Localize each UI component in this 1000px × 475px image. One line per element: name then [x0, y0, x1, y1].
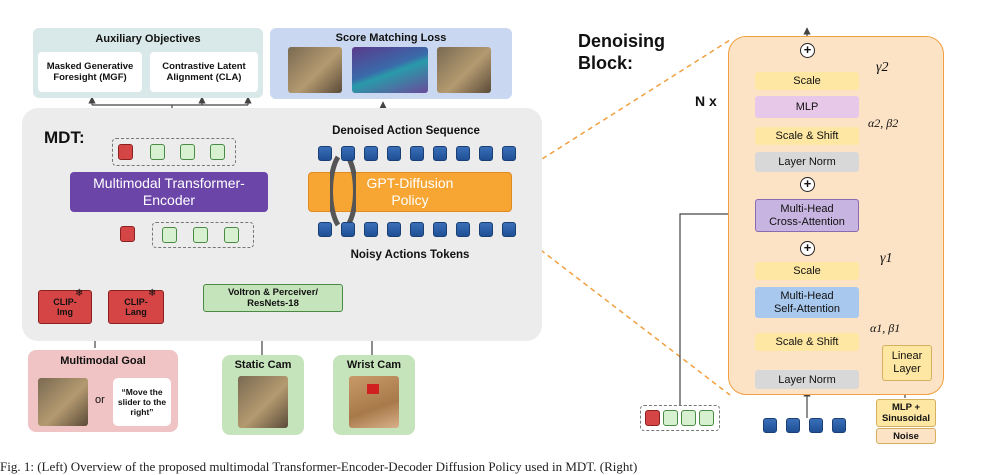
add-icon: +: [800, 177, 815, 192]
add-icon: +: [800, 241, 815, 256]
action-token: [479, 222, 493, 237]
action-token: [786, 418, 800, 433]
add-icon: +: [800, 43, 815, 58]
snowflake-icon: ❄: [148, 288, 157, 299]
voltron-perceiver-resnet-box: Voltron & Perceiver/ ResNets-18: [203, 284, 343, 312]
denoising-loop-arrow: [330, 155, 356, 227]
multimodal-goal-title: Multimodal Goal: [60, 355, 146, 367]
action-token: [832, 418, 846, 433]
condition-tokens-group: [640, 405, 720, 431]
obs-token: [193, 227, 208, 243]
action-token: [410, 146, 424, 161]
layer-norm-2-box: Layer Norm: [755, 152, 859, 172]
noise-box: Noise: [876, 428, 936, 444]
alpha2-beta2-label: α2, β2: [868, 116, 899, 130]
action-token: [479, 146, 493, 161]
action-token: [387, 222, 401, 237]
figure-caption: Fig. 1: (Left) Overview of the proposed …: [0, 459, 638, 474]
action-token: [502, 146, 516, 161]
action-token: [502, 222, 516, 237]
action-token: [433, 222, 447, 237]
goal-token: [645, 410, 660, 426]
score-matching-title: Score Matching Loss: [335, 32, 447, 44]
gpt-diffusion-policy: GPT-Diffusion Policy: [308, 172, 512, 212]
action-token: [763, 418, 777, 433]
cross-attention-box: Multi-Head Cross-Attention: [755, 199, 859, 232]
goal-input-token: [120, 226, 135, 242]
goal-token: [118, 144, 133, 160]
layer-norm-1-box: Layer Norm: [755, 370, 859, 389]
action-token: [341, 146, 355, 161]
action-token: [410, 222, 424, 237]
mlp-sinusoidal-box: MLP + Sinusoidal: [876, 399, 936, 427]
self-attention-box: Multi-Head Self-Attention: [755, 287, 859, 318]
obs-token: [162, 227, 177, 243]
gamma1-label: γ1: [880, 251, 893, 266]
snowflake-icon: ❄: [75, 288, 84, 299]
observation-input-tokens: [152, 222, 254, 248]
obs-token: [150, 144, 165, 160]
noisy-actions-tokens-label: Noisy Actions Tokens: [350, 249, 470, 261]
clip-img-label: CLIP- Img: [53, 297, 77, 317]
action-token: [433, 146, 447, 161]
clip-img-box: CLIP- Img: [38, 290, 92, 324]
action-token: [364, 222, 378, 237]
auxiliary-objectives-title: Auxiliary Objectives: [95, 33, 201, 45]
encoder-output-tokens: [112, 138, 236, 166]
or-label: or: [95, 394, 105, 406]
alpha1-beta1-label: α1, β1: [870, 321, 901, 335]
robot-scene-image: [437, 47, 491, 93]
denoised-action-sequence-label: Denoised Action Sequence: [332, 125, 480, 137]
mgf-box: Masked Generative Foresight (MGF): [38, 52, 142, 92]
scale-2-box: Scale: [755, 72, 859, 90]
action-token: [456, 222, 470, 237]
scale-shift-2-box: Scale & Shift: [755, 127, 859, 145]
action-token: [318, 222, 332, 237]
static-cam-image: [238, 376, 288, 428]
cla-box: Contrastive Latent Alignment (CLA): [150, 52, 258, 92]
obs-token: [210, 144, 225, 160]
denoising-block-title: Denoising Block:: [578, 31, 666, 73]
mdt-label: MDT:: [44, 128, 85, 147]
static-cam-label: Static Cam: [234, 359, 292, 371]
red-cube-marker: [367, 384, 379, 394]
gamma2-label: γ2: [876, 60, 889, 75]
scale-shift-1-box: Scale & Shift: [755, 333, 859, 351]
action-token: [456, 146, 470, 161]
mlp-box: MLP: [755, 96, 859, 118]
wrist-cam-label: Wrist Cam: [346, 359, 402, 371]
obs-token: [681, 410, 696, 426]
obs-token: [699, 410, 714, 426]
action-token: [318, 146, 332, 161]
goal-image: [38, 378, 88, 426]
multimodal-transformer-encoder: Multimodal Transformer- Encoder: [70, 172, 268, 212]
obs-token: [224, 227, 239, 243]
obs-token: [180, 144, 195, 160]
n-times-label: N x: [695, 93, 717, 109]
scale-1-box: Scale: [755, 262, 859, 280]
clip-lang-label: CLIP- Lang: [124, 297, 148, 317]
action-token: [809, 418, 823, 433]
action-token: [364, 146, 378, 161]
obs-token: [663, 410, 678, 426]
action-token: [387, 146, 401, 161]
robot-scene-image: [288, 47, 342, 93]
noise-image: [352, 47, 428, 93]
clip-lang-box: CLIP- Lang: [108, 290, 164, 324]
action-token: [341, 222, 355, 237]
goal-text-instruction: “Move the slider to the right”: [113, 378, 171, 426]
linear-layer-box: Linear Layer: [882, 345, 932, 381]
